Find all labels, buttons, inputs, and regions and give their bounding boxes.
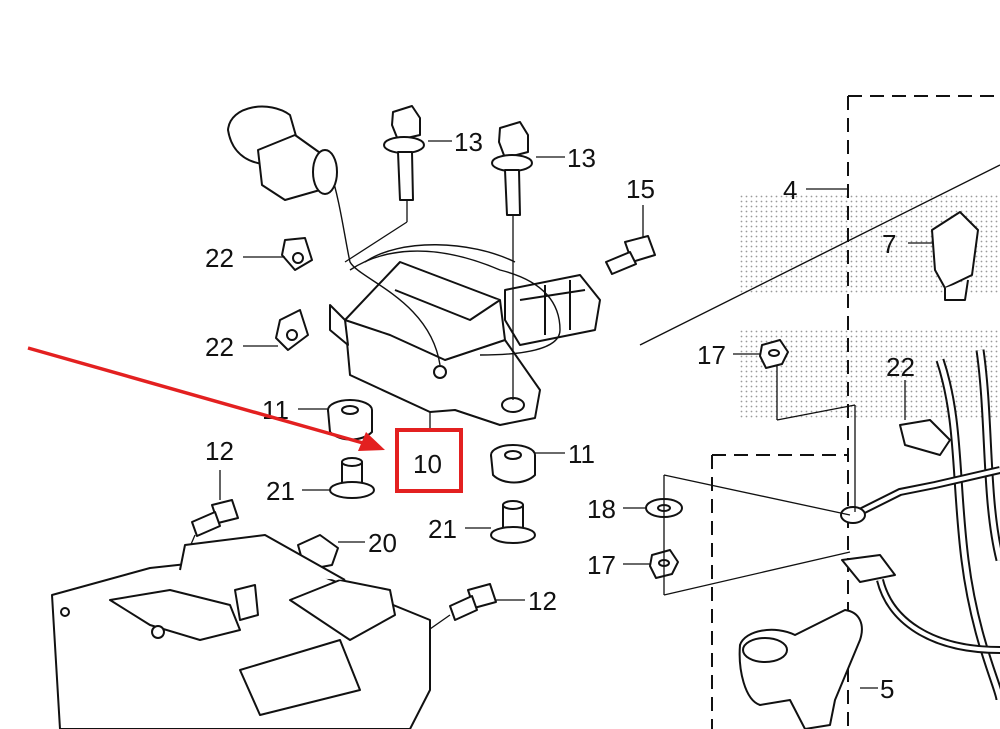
- callout-22-lower: 22: [205, 332, 234, 362]
- clip-22-c: [899, 419, 951, 456]
- callout-11-right: 11: [568, 439, 595, 469]
- callout-21-right: 21: [428, 514, 457, 544]
- collar-21-right: [490, 500, 536, 544]
- red-arrow-shaft: [27, 346, 371, 447]
- bolt-15: [605, 235, 656, 275]
- callout-7: 7: [882, 229, 896, 259]
- callout-17-bottom: 17: [587, 550, 616, 580]
- callout-21-left: 21: [266, 476, 295, 506]
- boot-5: [738, 609, 863, 729]
- bolt-12-left: [179, 470, 239, 571]
- wire-harness: [639, 164, 1000, 701]
- mounting-bracket: [51, 534, 431, 729]
- callout-4: 4: [783, 175, 797, 205]
- grommet-11-left: [327, 399, 373, 441]
- callout-10: 10: [413, 449, 442, 479]
- callout-22-upper: 22: [205, 243, 234, 273]
- callout-12-left: 12: [205, 436, 234, 466]
- clip-22-a: [281, 237, 313, 271]
- callout-5: 5: [880, 674, 894, 704]
- nut-17-top: [759, 339, 789, 369]
- clip-22-b: [275, 309, 309, 351]
- sensor-plug: [227, 105, 338, 201]
- red-arrow-head: [358, 432, 385, 451]
- group-boundary-lines: [711, 95, 1000, 729]
- grommet-11-right: [490, 444, 536, 484]
- callout-15: 15: [626, 174, 655, 204]
- callout-12-right: 12: [528, 586, 557, 616]
- highlight-annotation: [27, 346, 463, 493]
- callout-22-right: 22: [886, 352, 915, 382]
- leader-lines: [243, 140, 932, 689]
- bolt-12-right: [399, 583, 497, 651]
- callout-17-top: 17: [697, 340, 726, 370]
- callout-13-left: 13: [454, 127, 483, 157]
- connector-7: [931, 211, 979, 301]
- bolt-13-left: [344, 105, 425, 263]
- bolt-13-right: [491, 121, 533, 400]
- collar-21-left: [329, 457, 375, 499]
- red-highlight-box: [395, 428, 463, 493]
- callout-18: 18: [587, 494, 616, 524]
- callout-20: 20: [368, 528, 397, 558]
- terminal-lugs: [663, 365, 896, 596]
- control-module: [329, 169, 601, 426]
- callout-13-right: 13: [567, 143, 596, 173]
